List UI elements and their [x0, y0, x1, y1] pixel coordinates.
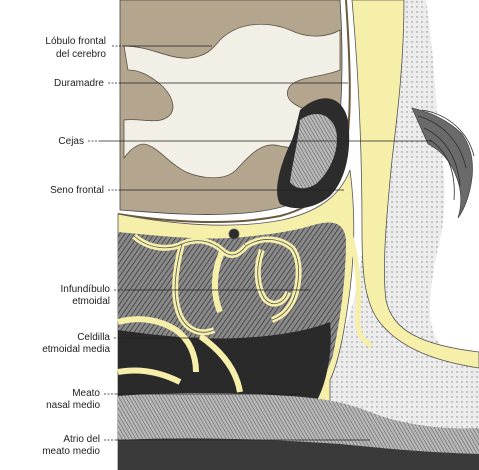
label-celdilla-line1: Celdilla: [77, 332, 110, 343]
label-cejas: Cejas: [58, 136, 84, 147]
small-foramen: [229, 229, 239, 239]
label-lobulo-line2: del cerebro: [56, 49, 106, 60]
label-meato-line1: Meato: [72, 388, 100, 399]
label-infundibulo-line2: etmoidal: [72, 296, 110, 307]
label-seno: Seno frontal: [50, 185, 104, 196]
label-infundibulo-line1: Infundíbulo: [61, 284, 111, 295]
label-atrio-line2: meato medio: [42, 446, 100, 457]
label-meato-line2: nasal medio: [46, 400, 100, 411]
annotation-labels: Lóbulo frontal del cerebro Duramadre Cej…: [42, 36, 110, 457]
label-atrio-line1: Atrio del: [63, 434, 100, 445]
label-lobulo-line1: Lóbulo frontal: [45, 36, 106, 47]
label-celdilla-line2: etmoidal media: [42, 344, 110, 355]
label-duramadre: Duramadre: [54, 78, 104, 89]
